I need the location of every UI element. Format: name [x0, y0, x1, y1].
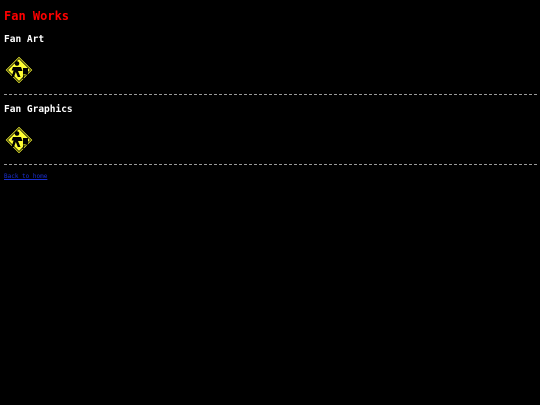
- section-divider: [4, 94, 537, 95]
- section-heading-fan-art: Fan Art: [4, 34, 45, 45]
- yellow-diamond-sign-icon: [4, 125, 34, 155]
- section-heading-fan-graphics: Fan Graphics: [4, 104, 73, 115]
- page-title: Fan Works: [4, 9, 70, 23]
- yellow-diamond-sign-icon: [4, 55, 34, 85]
- fan-graphics-thumbnail-link[interactable]: [4, 125, 34, 155]
- section-divider: [4, 164, 537, 165]
- back-to-home-link[interactable]: Back to home: [4, 173, 48, 180]
- fan-art-thumbnail-link[interactable]: [4, 55, 34, 85]
